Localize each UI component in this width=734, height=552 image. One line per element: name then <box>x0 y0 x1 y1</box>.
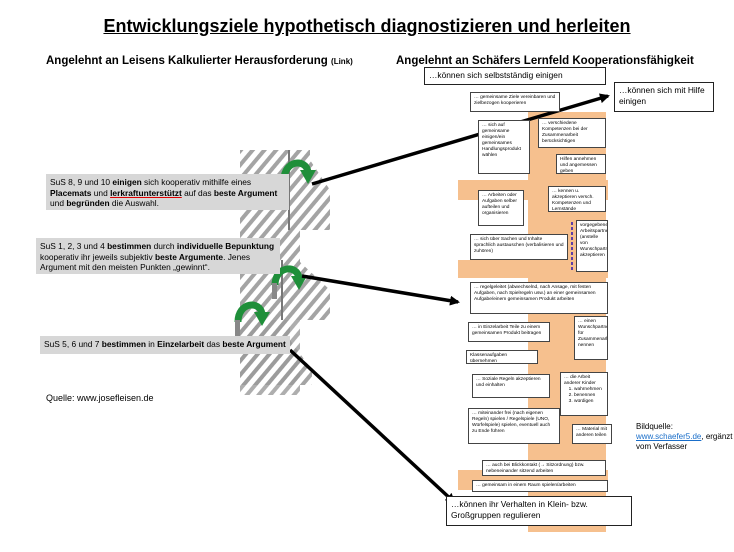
image-source-rest: , ergänzt vom Verfasser <box>636 432 733 451</box>
field-box: … Soziale Regeln akzeptieren und einhalt… <box>472 374 550 398</box>
field-box: vorgegebene Arbeitspartner (anstelle von… <box>576 220 608 272</box>
field-box: … auch bei Blickkontakt (→ Sitzordnung) … <box>482 460 606 476</box>
goal-box-top: …können sich selbstständig einigen <box>424 67 606 85</box>
right-heading: Angelehnt an Schäfers Lernfeld Kooperati… <box>396 55 694 67</box>
field-box: … gemeinsam in einem Raum spielen/arbeit… <box>472 480 608 492</box>
page-title: Entwicklungsziele hypothetisch diagnosti… <box>103 16 631 36</box>
image-source-link[interactable]: www.schaefer5.de <box>636 432 702 441</box>
green-arrow-icon <box>234 301 270 342</box>
field-box: … einen Wunschpartner für Zusammenarbeit… <box>574 316 608 360</box>
field-box: … in Einzelarbeit Teile zu einem gemeins… <box>468 322 550 342</box>
left-heading-link[interactable]: (Link) <box>331 57 353 66</box>
field-box: … kennen u. akzeptieren versch. Kompeten… <box>548 186 606 212</box>
field-box: Klassenaufgaben übernehmen <box>466 350 538 364</box>
left-heading: Angelehnt an Leisens Kalkulierter Heraus… <box>46 55 353 67</box>
field-box: … sich auf gemeinsame einigen/ein gemein… <box>478 120 530 174</box>
field-box: … miteinander frei (nach eigenen Regeln)… <box>468 408 560 444</box>
field-box: … gemeinsame Ziele vereinbaren und zielb… <box>470 92 560 112</box>
field-box: … regelgeleitet (abwechselnd, nach Ansag… <box>470 282 608 314</box>
field-box: … Material mit anderen teilen <box>572 424 612 444</box>
image-source: Bildquelle: www.schaefer5.de, ergänzt vo… <box>636 422 734 452</box>
step-box-bottom: SuS 5, 6 und 7 bestimmen in Einzelarbeit… <box>40 336 290 354</box>
field-box: … die Arbeit anderer Kinder wahrnehmen b… <box>560 372 608 416</box>
left-heading-text: Angelehnt an Leisens Kalkulierter Heraus… <box>46 55 328 67</box>
step-box-top: SuS 8, 9 und 10 einigen sich kooperativ … <box>46 174 289 210</box>
step-box-middle: SuS 1, 2, 3 und 4 bestimmen durch indivi… <box>36 238 280 274</box>
image-source-label: Bildquelle: <box>636 422 673 431</box>
field-box: Hilfen annehmen und angemessen geben <box>556 154 606 174</box>
green-arrow-icon <box>271 265 307 299</box>
field-box: … sich über Sachen und Inhalte sprachlic… <box>470 234 568 260</box>
source-left: Quelle: www.josefleisen.de <box>46 393 154 403</box>
goal-box-bottom: …können ihr Verhalten in Klein- bzw. Gro… <box>446 496 632 526</box>
field-box: … Arbeiten oder Aufgaben selber aufteile… <box>478 190 524 226</box>
field-box: … verschiedene Kompetenzen bei der Zusam… <box>538 118 606 148</box>
goal-box-hilfe: …können sich mit Hilfe einigen <box>614 82 714 112</box>
